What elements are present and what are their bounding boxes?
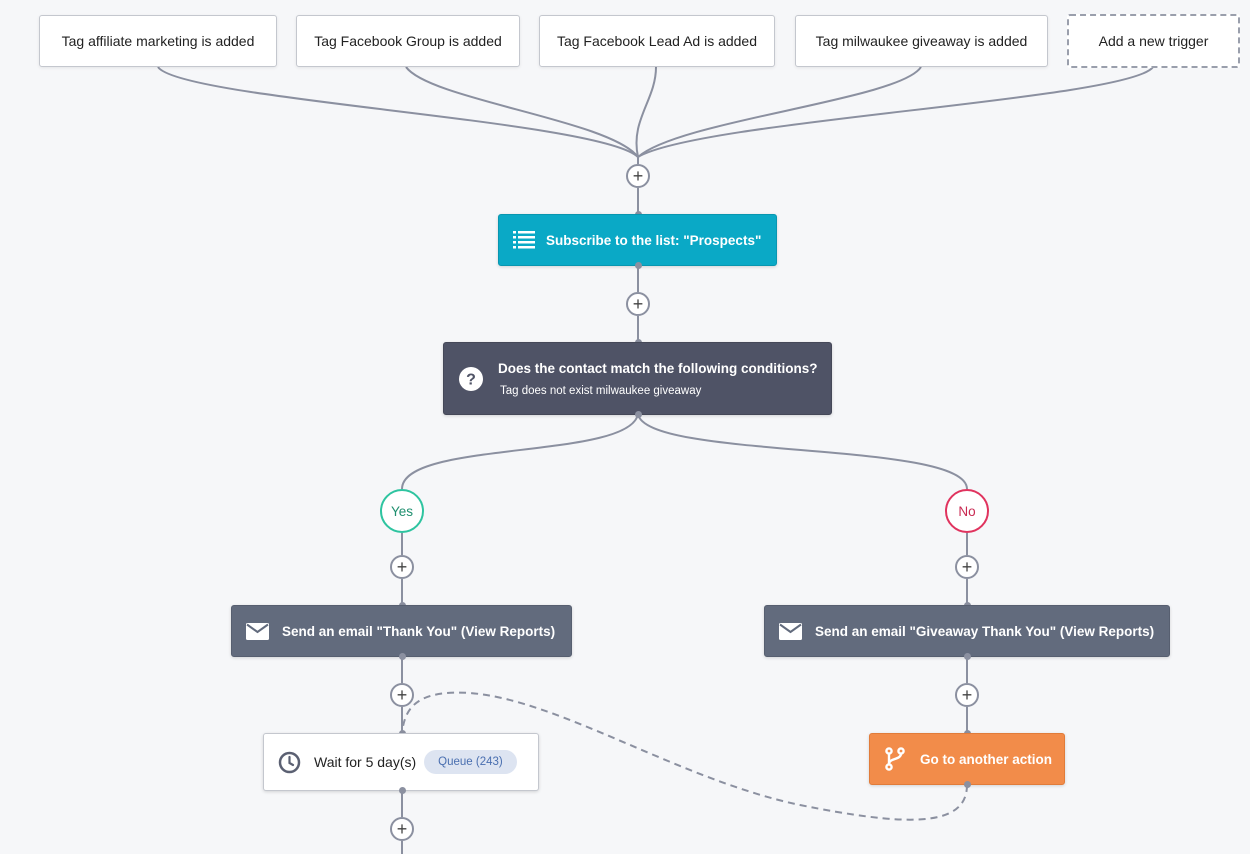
trigger-milwaukee-giveaway[interactable]: Tag milwaukee giveaway is added xyxy=(795,15,1048,67)
list-icon xyxy=(513,231,535,249)
trigger-label: Tag affiliate marketing is added xyxy=(61,33,255,49)
yes-branch-label[interactable]: Yes xyxy=(380,489,424,533)
envelope-icon xyxy=(779,622,802,640)
condition-block[interactable]: ? Does the contact match the following c… xyxy=(443,342,832,415)
no-label: No xyxy=(958,503,976,519)
yes-label: Yes xyxy=(390,503,414,519)
wait-label: Wait for 5 day(s) xyxy=(314,754,417,770)
trigger-label: Tag milwaukee giveaway is added xyxy=(815,33,1028,49)
goto-label: Go to another action xyxy=(920,751,1053,767)
trigger-facebook-lead-ad[interactable]: Tag Facebook Lead Ad is added xyxy=(539,15,775,67)
plus-icon: + xyxy=(961,685,973,705)
add-step-button[interactable]: + xyxy=(390,555,414,579)
connector-dot xyxy=(635,411,642,418)
trigger-label: Tag Facebook Group is added xyxy=(314,33,502,49)
plus-icon: + xyxy=(632,294,644,314)
send-email-giveaway-action[interactable]: Send an email "Giveaway Thank You" (View… xyxy=(764,605,1170,657)
subscribe-label: Subscribe to the list: "Prospects" xyxy=(546,232,762,248)
plus-icon: + xyxy=(396,557,408,577)
plus-icon: + xyxy=(396,819,408,839)
send-email-label: Send an email "Thank You" (View Reports) xyxy=(282,623,556,639)
trigger-affiliate-marketing[interactable]: Tag affiliate marketing is added xyxy=(39,15,277,67)
queue-badge[interactable]: Queue (243) xyxy=(424,750,517,774)
send-email-thank-you-action[interactable]: Send an email "Thank You" (View Reports) xyxy=(231,605,572,657)
connector-dot xyxy=(964,653,971,660)
connector-dot xyxy=(964,781,971,788)
go-to-action[interactable]: Go to another action xyxy=(869,733,1065,785)
add-step-button[interactable]: + xyxy=(626,164,650,188)
no-branch-label[interactable]: No xyxy=(945,489,989,533)
plus-icon: + xyxy=(396,685,408,705)
add-step-button[interactable]: + xyxy=(390,683,414,707)
trigger-facebook-group[interactable]: Tag Facebook Group is added xyxy=(296,15,520,67)
add-trigger-label: Add a new trigger xyxy=(1098,33,1209,49)
subscribe-list-action[interactable]: Subscribe to the list: "Prospects" xyxy=(498,214,777,266)
plus-icon: + xyxy=(961,557,973,577)
envelope-icon xyxy=(246,622,269,640)
branch-icon xyxy=(884,747,906,771)
condition-detail: Tag does not exist milwaukee giveaway xyxy=(500,384,702,397)
add-trigger-button[interactable]: Add a new trigger xyxy=(1067,14,1240,68)
condition-title: Does the contact match the following con… xyxy=(498,360,818,376)
question-icon: ? xyxy=(458,366,484,392)
add-step-button[interactable]: + xyxy=(955,683,979,707)
connector-dot xyxy=(399,653,406,660)
send-email-label: Send an email "Giveaway Thank You" (View… xyxy=(815,623,1155,639)
connector-dot xyxy=(635,262,642,269)
add-step-button[interactable]: + xyxy=(390,817,414,841)
add-step-button[interactable]: + xyxy=(626,292,650,316)
wait-action[interactable]: Wait for 5 day(s) Queue (243) xyxy=(263,733,539,791)
connector-dot xyxy=(399,787,406,794)
plus-icon: + xyxy=(632,166,644,186)
trigger-label: Tag Facebook Lead Ad is added xyxy=(556,33,758,49)
clock-icon xyxy=(278,751,301,774)
svg-text:?: ? xyxy=(466,371,476,388)
add-step-button[interactable]: + xyxy=(955,555,979,579)
